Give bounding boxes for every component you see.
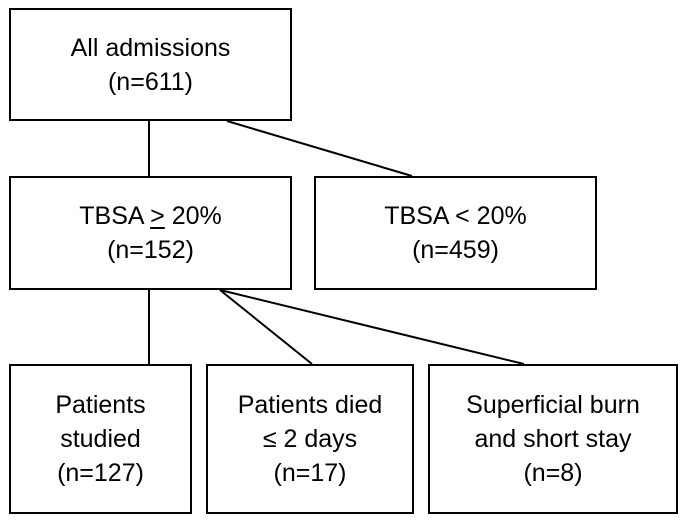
node-tbsa-high-label: TBSA > 20% <box>79 199 221 233</box>
connector-all-to-tbsa-low <box>226 120 413 177</box>
node-tbsa-high-label-suffix: 20% <box>164 202 222 230</box>
node-tbsa-high-label-symbol: > <box>150 202 165 230</box>
node-tbsa-low: TBSA < 20% (n=459) <box>314 176 597 290</box>
node-patients-died-line2: ≤ 2 days <box>262 425 358 453</box>
connector-tbsa-high-to-superficial <box>219 289 525 365</box>
node-tbsa-low-label: TBSA < 20% <box>384 202 527 230</box>
node-all-admissions: All admissions (n=611) <box>9 8 292 121</box>
node-patients-studied: Patients studied (n=127) <box>9 364 192 514</box>
node-superficial-burn-count: (n=8) <box>523 459 583 487</box>
node-patients-studied-count: (n=127) <box>57 459 144 487</box>
node-patients-studied-line1: Patients <box>55 391 146 419</box>
node-all-admissions-count: (n=611) <box>107 67 193 96</box>
node-tbsa-high: TBSA > 20% (n=152) <box>9 176 292 290</box>
node-patients-died-line1: Patients died <box>237 391 383 419</box>
node-tbsa-low-count: (n=459) <box>412 236 499 264</box>
node-tbsa-high-count: (n=152) <box>107 236 194 264</box>
node-superficial-burn-line1: Superficial burn <box>466 391 640 419</box>
node-patients-died: Patients died ≤ 2 days (n=17) <box>206 364 414 514</box>
node-superficial-burn: Superficial burn and short stay (n=8) <box>428 364 678 514</box>
node-patients-studied-line2: studied <box>60 425 141 453</box>
node-all-admissions-label: All admissions <box>70 33 231 62</box>
connector-tbsa-high-to-died <box>219 289 313 365</box>
node-tbsa-high-label-prefix: TBSA <box>79 202 151 230</box>
node-patients-died-count: (n=17) <box>273 459 347 487</box>
node-superficial-burn-line2: and short stay <box>474 425 632 453</box>
